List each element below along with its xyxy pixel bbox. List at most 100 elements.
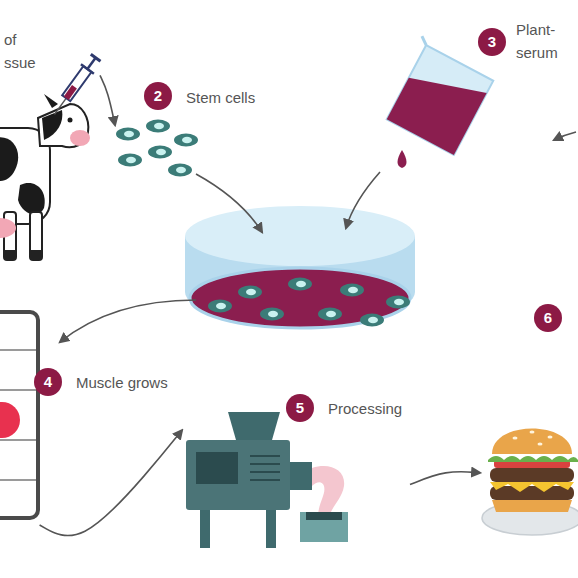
flow-arrow <box>40 430 182 535</box>
callout-number: 4 <box>34 368 62 396</box>
sesame <box>513 437 518 440</box>
step-label: Stem cells <box>186 86 255 109</box>
grinder-screen <box>196 452 238 484</box>
cow-udder <box>0 218 16 238</box>
cow-ear <box>44 94 58 108</box>
step-label: of ssue <box>4 28 52 75</box>
cow-hoof <box>4 250 16 260</box>
cow-patch <box>42 110 62 140</box>
cow-eye <box>68 118 73 123</box>
stem-cell <box>260 308 284 321</box>
bun-top <box>492 429 572 455</box>
flow-arrow <box>410 472 480 485</box>
lettuce <box>488 456 578 462</box>
syringe-needle <box>54 98 66 114</box>
cow-patch <box>0 137 18 181</box>
meat-tray-inner <box>306 512 342 520</box>
grinder-vents <box>250 456 280 480</box>
cell-body <box>146 120 170 133</box>
cell-nucleus <box>268 311 278 317</box>
stem-cells <box>208 278 410 327</box>
syringe-fill <box>64 85 77 100</box>
cow-hoof <box>30 250 42 260</box>
vent <box>250 471 280 473</box>
vent <box>250 463 280 465</box>
cow-leg <box>30 212 42 260</box>
stem-cell <box>288 278 312 291</box>
cell-nucleus <box>348 287 358 293</box>
stem-cell <box>168 164 192 177</box>
shelf <box>0 389 36 391</box>
stem-cell <box>116 128 140 141</box>
incubator-shelves <box>0 350 36 480</box>
step-node: 3Plant- serum <box>380 20 578 150</box>
cell-nucleus <box>124 131 134 137</box>
plate <box>482 501 578 535</box>
flow-arrow <box>346 172 380 228</box>
cell-body <box>340 284 364 297</box>
cell-body <box>118 154 142 167</box>
sesame <box>548 436 553 439</box>
step-node: 2 Stem cells <box>115 80 280 180</box>
vent <box>250 479 280 481</box>
cell-nucleus <box>126 157 136 163</box>
stem-cells <box>116 120 198 177</box>
shelf <box>0 439 36 441</box>
grown-muscle <box>0 402 20 438</box>
cow <box>0 94 90 260</box>
serum-liquid <box>387 57 487 154</box>
beaker <box>380 36 496 155</box>
stem-cell <box>146 120 170 133</box>
flow-arrow <box>554 132 576 140</box>
cell-nucleus <box>154 123 164 129</box>
syringe-barrel <box>62 66 91 101</box>
sesame <box>530 431 535 434</box>
stem-cell <box>238 286 262 299</box>
stem-cell <box>386 296 410 309</box>
vent <box>250 455 280 457</box>
stem-cell <box>208 300 232 313</box>
cell-body <box>116 128 140 141</box>
grinder-leg <box>200 510 210 548</box>
cell-nucleus <box>216 303 226 309</box>
beaker-spout <box>419 36 429 45</box>
step-label: Muscle grows <box>76 371 168 394</box>
cell-body <box>168 164 192 177</box>
step-label: Plant- serum <box>516 18 572 65</box>
meat-tray <box>300 512 348 542</box>
dish-medium <box>190 268 410 328</box>
stem-cell <box>360 314 384 327</box>
sesame <box>538 443 543 446</box>
stem-cell <box>318 308 342 321</box>
step-node: 5Processing <box>182 395 410 555</box>
syringe-flange <box>81 64 94 73</box>
cow-nose <box>70 130 90 146</box>
step-node: 6 <box>480 300 578 540</box>
cell-nucleus <box>326 311 336 317</box>
grinder-leg <box>266 510 276 548</box>
serum-drop <box>398 150 407 168</box>
cell-body <box>208 300 232 313</box>
step-node: of ssue <box>0 25 100 265</box>
patty <box>490 468 574 482</box>
cell-body <box>288 278 312 291</box>
burger <box>482 429 578 536</box>
callout-number: 2 <box>144 82 172 110</box>
cell-body <box>148 146 172 159</box>
cell-nucleus <box>156 149 166 155</box>
grinder-outlet <box>290 462 312 490</box>
stem-cell <box>340 284 364 297</box>
meat-grinder <box>186 412 348 548</box>
incubator-frame <box>0 312 38 518</box>
shelf <box>0 479 36 481</box>
cell-nucleus <box>296 281 306 287</box>
incubator <box>0 312 38 518</box>
minced-meat <box>312 466 344 514</box>
cell-nucleus <box>394 299 404 305</box>
cell-body <box>174 134 198 147</box>
bun-bottom <box>492 500 572 512</box>
step-label: Processing <box>328 397 402 420</box>
flow-arrow <box>60 300 196 342</box>
cell-nucleus <box>182 137 192 143</box>
